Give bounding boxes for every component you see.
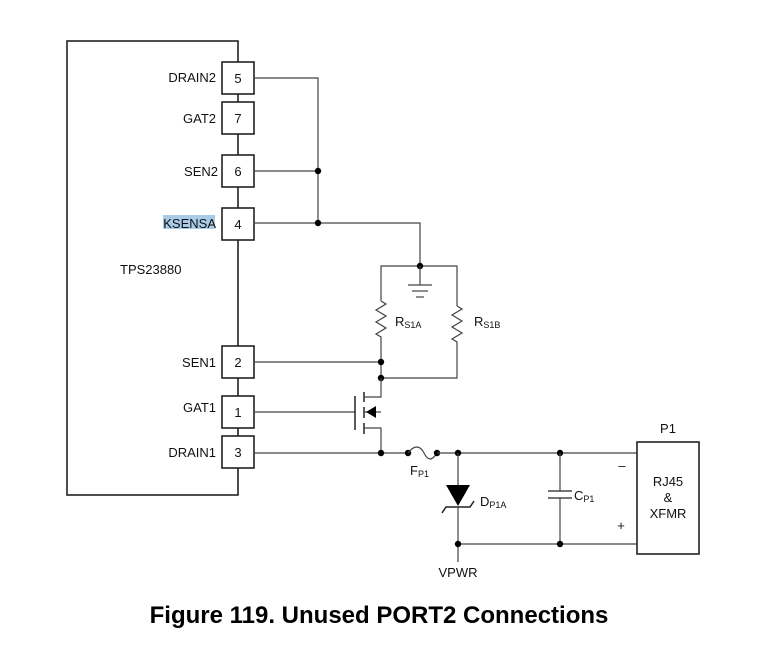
pin-gat1: 1 GAT1 [183,395,255,429]
svg-text:DRAIN1: DRAIN1 [168,445,216,460]
mosfet [254,378,382,453]
svg-text:RJ45: RJ45 [653,474,683,489]
svg-text:XFMR: XFMR [650,506,687,521]
port2-wires [254,77,421,266]
pin-ksensa: 4 KSENSA [163,207,255,241]
svg-text:&: & [664,490,673,505]
ic-name: TPS23880 [120,262,181,277]
svg-text:SEN2: SEN2 [184,164,218,179]
pin-sen2: 6 SEN2 [184,154,255,188]
capacitor-cp1 [548,453,572,544]
junction-dot [377,358,385,366]
svg-text:GAT1: GAT1 [183,400,216,415]
svg-text:RS1A: RS1A [395,314,421,330]
svg-text:P1: P1 [660,421,676,436]
junction-dot [556,540,564,548]
fuse-fp1 [407,446,438,460]
svg-text:1: 1 [234,405,241,420]
svg-text:DP1A: DP1A [480,494,506,510]
power-path: FP1 DP1A CP1 VPWR [254,446,637,580]
vpwr-label: VPWR [439,565,478,580]
svg-text:DRAIN2: DRAIN2 [168,70,216,85]
junction-dot [314,167,322,175]
connector-p1: P1 RJ45 & XFMR – + [617,421,700,555]
svg-text:5: 5 [234,71,241,86]
svg-text:3: 3 [234,445,241,460]
ksensa-highlight [163,215,215,229]
diode-dp1a [441,453,475,562]
svg-text:4: 4 [234,217,241,232]
sense-resistors: RS1A RS1B [254,262,500,382]
svg-text:GAT2: GAT2 [183,111,216,126]
junction-dot [377,449,385,457]
svg-text:SEN1: SEN1 [182,355,216,370]
pin-drain1: 3 DRAIN1 [168,435,255,469]
svg-text:RS1B: RS1B [474,314,500,330]
svg-text:7: 7 [234,111,241,126]
pin-gat2: 7 GAT2 [183,101,255,135]
ic-body [66,40,239,496]
pin-drain2: 5 DRAIN2 [168,61,255,95]
svg-text:6: 6 [234,164,241,179]
svg-text:–: – [618,458,626,473]
pin-sen1: 2 SEN1 [182,345,255,379]
svg-text:KSENSA: KSENSA [163,216,216,231]
svg-text:CP1: CP1 [574,488,594,504]
svg-text:FP1: FP1 [410,463,429,479]
resistor-rs1a [374,300,388,378]
resistor-rs1b [381,305,464,379]
svg-text:2: 2 [234,355,241,370]
ground-icon [408,266,432,298]
junction-dot [454,540,462,548]
figure-caption: Figure 119. Unused PORT2 Connections [149,602,609,629]
svg-text:+: + [617,518,625,533]
junction-dot [314,219,322,227]
